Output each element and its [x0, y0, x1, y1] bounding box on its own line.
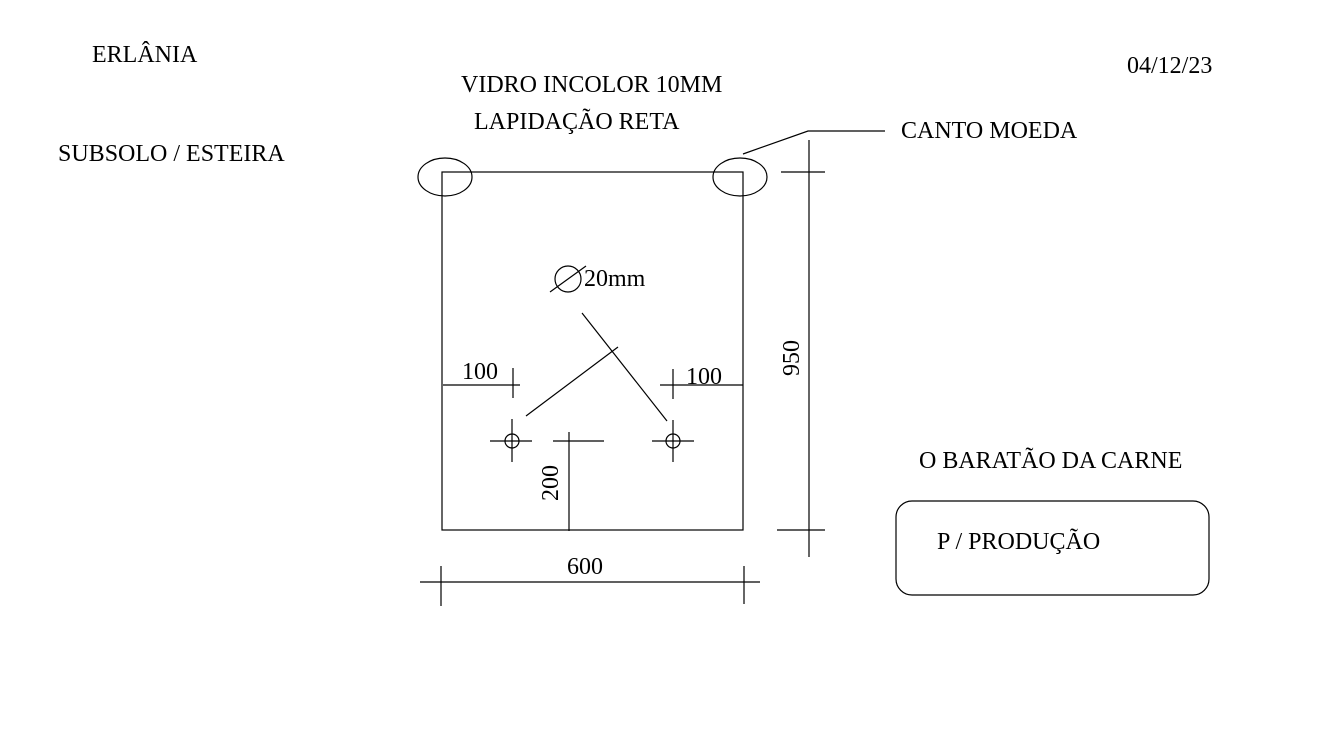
status-label: P / PRODUÇÃO — [937, 529, 1100, 555]
corner-callout-leader — [742, 130, 885, 155]
company-name: O BARATÃO DA CARNE — [919, 448, 1182, 474]
dimension-hole-height — [553, 432, 604, 531]
location-label: SUBSOLO / ESTEIRA — [58, 141, 285, 167]
diameter-symbol-icon — [549, 265, 587, 293]
glass-panel — [441, 171, 744, 531]
dimension-width — [420, 566, 760, 606]
hole-height-label: 200 — [538, 465, 564, 501]
glass-spec: VIDRO INCOLOR 10MM — [461, 72, 722, 98]
width-label: 600 — [567, 554, 603, 580]
client-name: ERLÂNIA — [92, 42, 198, 68]
hole-leader-left — [525, 346, 619, 417]
hole-leader-right — [581, 312, 668, 422]
corner-marker-left — [417, 157, 473, 197]
height-label: 950 — [779, 340, 805, 376]
dimension-right-offset — [660, 369, 743, 399]
dimension-left-offset — [443, 368, 520, 398]
left-offset-label: 100 — [462, 359, 498, 385]
hole-right — [652, 420, 694, 462]
edge-spec: LAPIDAÇÃO RETA — [474, 109, 680, 135]
hole-left — [490, 419, 532, 462]
hole-diameter-label: 20mm — [584, 266, 646, 292]
dimension-height — [777, 140, 825, 557]
corner-callout-label: CANTO MOEDA — [901, 118, 1078, 144]
right-offset-label: 100 — [686, 364, 722, 390]
corner-marker-right — [712, 157, 768, 197]
date-label: 04/12/23 — [1127, 53, 1212, 79]
status-box — [895, 500, 1210, 596]
